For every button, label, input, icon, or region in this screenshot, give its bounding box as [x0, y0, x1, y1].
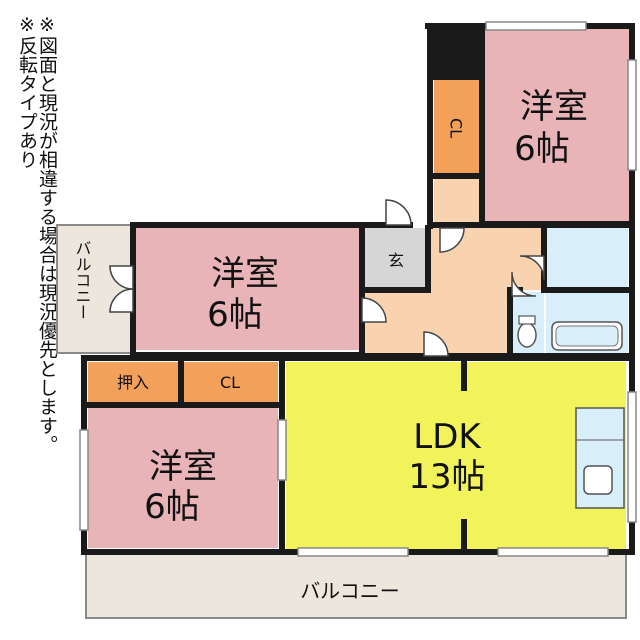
hall — [364, 228, 542, 354]
bedroom-middle-name: 洋室 — [211, 254, 279, 294]
oshiire-label: 押入 — [117, 373, 149, 392]
balcony-left — [56, 224, 134, 354]
kitchen-sink — [583, 465, 613, 495]
structural-column — [428, 26, 482, 80]
wash-room — [546, 228, 628, 288]
balcony-bottom — [85, 553, 627, 619]
closet-middle-label: CL — [220, 373, 240, 392]
closet-middle — [184, 362, 278, 402]
bedroom-top-right — [482, 28, 630, 224]
bedroom-middle — [136, 228, 360, 350]
oshiire — [88, 362, 178, 402]
toilet-fixture — [517, 322, 537, 348]
bedroom-bottom-left-name: 洋室 — [149, 447, 217, 487]
note-disclaimer: ※図面と現況が相違する場合は現況優先とします。 — [36, 14, 58, 454]
bedroom-bottom-left — [88, 408, 278, 548]
bedroom-middle-size: 6帖 — [207, 295, 263, 335]
closet-top — [434, 80, 480, 174]
ldk-size: 13帖 — [408, 457, 485, 497]
hall-upper — [434, 176, 480, 226]
doors — [109, 199, 545, 357]
balcony-bottom-label: バルコニー — [300, 579, 400, 603]
genkan — [364, 228, 426, 290]
note-reverse-type: ※反転タイプあり — [16, 14, 38, 169]
ldk — [286, 362, 626, 550]
balcony-left-label: バルコニー — [73, 240, 92, 320]
genkan-label: 玄 — [388, 251, 404, 270]
bedroom-top-right-size: 6帖 — [514, 129, 570, 169]
closet-top-label: CL — [447, 118, 466, 138]
ldk-name: LDK — [413, 417, 482, 457]
windows — [79, 21, 637, 557]
bedroom-bottom-left-size: 6帖 — [144, 487, 200, 527]
bedroom-top-right-name: 洋室 — [520, 87, 588, 127]
